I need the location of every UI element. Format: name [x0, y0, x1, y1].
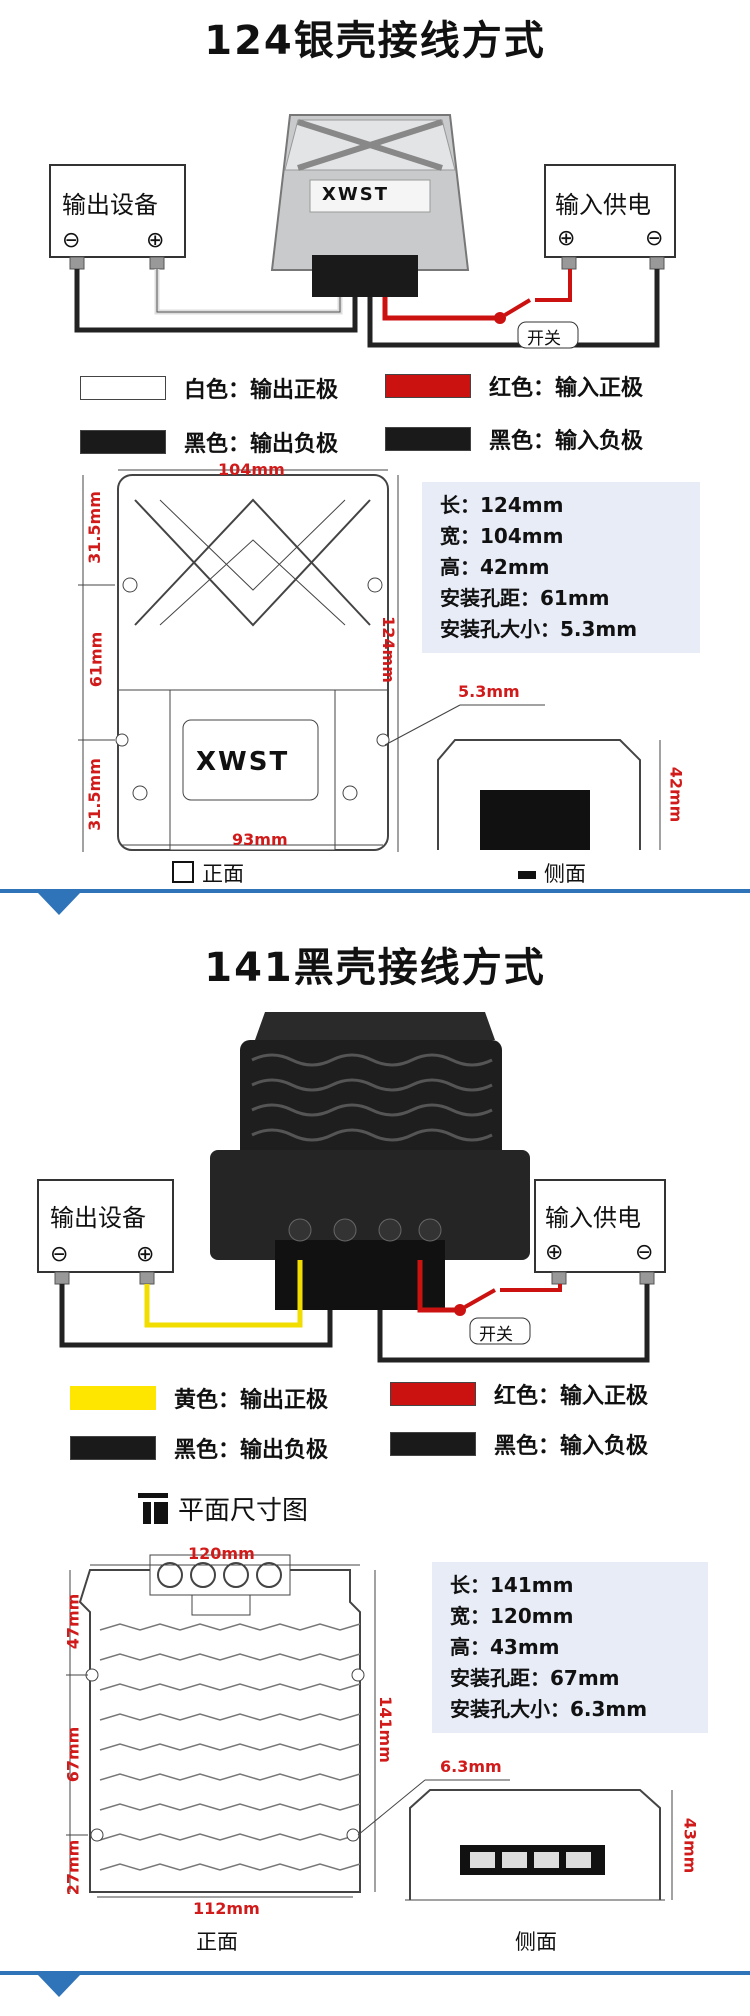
silver-converter-image [270, 114, 470, 297]
section2-legend-black-input: 黑色：输入负极 [390, 1428, 648, 1460]
section1-dim-width: 104mm [218, 460, 285, 479]
section1-legend-white: 白色：输出正极 [80, 372, 338, 404]
side-view-icon [518, 871, 536, 879]
spec-line: 长：124mm [440, 493, 564, 517]
spec-line: 高：42mm [440, 555, 550, 579]
spec-line: 宽：120mm [450, 1604, 574, 1628]
spec-line: 安装孔距：67mm [450, 1666, 620, 1690]
spec-line: 安装孔距：61mm [440, 586, 610, 610]
section1-legend-red: 红色：输入正极 [385, 370, 643, 402]
section1-front-label: 正面 [172, 858, 244, 888]
section1-input-plus-icon: ⊕ [557, 226, 576, 251]
section-divider-bottom [0, 1971, 750, 1975]
section1-input-minus-icon: ⊖ [645, 226, 664, 251]
section2-dim-hole: 6.3mm [440, 1757, 502, 1776]
section2-switch-label: 开关 [479, 1325, 513, 1345]
section2-output-plus-icon: ⊕ [136, 1242, 155, 1267]
front-view-icon [172, 861, 194, 883]
section1-switch-label: 开关 [527, 329, 561, 349]
legend-swatch [390, 1432, 476, 1456]
section1-dim-top: 31.5mm [84, 491, 104, 564]
legend-swatch [70, 1436, 156, 1460]
section2-spec-box: 长：141mm 宽：120mm 高：43mm 安装孔距：67mm 安装孔大小：6… [432, 1562, 708, 1733]
legend-swatch [80, 430, 166, 454]
legend-swatch [385, 427, 471, 451]
section1-dim-length: 124mm [378, 616, 398, 683]
section1-dim-height: 42mm [666, 766, 686, 823]
section1-output-minus-icon: ⊖ [62, 228, 81, 253]
section2-side-label: 侧面 [515, 1930, 557, 1954]
section2-dim-length: 141mm [375, 1696, 395, 1763]
section1-legend-black-output: 黑色：输出负极 [80, 426, 338, 458]
legend-label: 白色：输出正极 [184, 378, 339, 403]
spec-line: 宽：104mm [440, 524, 564, 548]
legend-label: 黑色：输出负极 [184, 432, 339, 457]
legend-label: 黑色：输出负极 [174, 1438, 329, 1463]
legend-swatch [70, 1386, 156, 1410]
section2-title: 141黑壳接线方式 [204, 945, 546, 991]
spec-line: 安装孔大小：5.3mm [440, 617, 638, 641]
spec-line: 长：141mm [450, 1573, 574, 1597]
front-label-text: 正面 [202, 862, 244, 886]
legend-swatch [385, 374, 471, 398]
section1-dim-bottom: 31.5mm [84, 758, 104, 831]
section1-output-device-label: 输出设备 [62, 191, 158, 219]
black-converter-image [210, 1012, 530, 1310]
section2-front-label: 正面 [196, 1930, 238, 1954]
section2-legend-black-output: 黑色：输出负极 [70, 1432, 328, 1464]
section2-dim-width: 120mm [188, 1544, 255, 1563]
section1-side-label: 侧面 [518, 858, 586, 888]
legend-label: 黑色：输入负极 [494, 1434, 649, 1459]
section2-dim-top: 47mm [63, 1593, 83, 1650]
section-divider [0, 889, 750, 893]
section2-output-device-label: 输出设备 [50, 1204, 146, 1232]
section1-brand-on-plan: XWST [196, 747, 290, 777]
legend-label: 红色：输入正极 [489, 376, 644, 401]
section2-input-power-label: 输入供电 [545, 1204, 641, 1232]
legend-label: 红色：输入正极 [494, 1384, 649, 1409]
legend-swatch [390, 1382, 476, 1406]
legend-label: 黑色：输入负极 [489, 429, 644, 454]
plan-icon [138, 1493, 168, 1524]
section2-dim-height: 43mm [680, 1817, 700, 1874]
side-label-text: 侧面 [544, 862, 586, 886]
plan-title: 平面尺寸图 [178, 1496, 309, 1526]
section1-spec-box: 长：124mm 宽：104mm 高：42mm 安装孔距：61mm 安装孔大小：5… [422, 482, 700, 653]
legend-label: 黄色：输出正极 [174, 1388, 329, 1413]
section2-legend-red: 红色：输入正极 [390, 1378, 648, 1410]
section1-title: 124银壳接线方式 [204, 18, 546, 64]
section2-dim-mid: 67mm [63, 1726, 83, 1783]
section1-dim-hole: 5.3mm [458, 682, 520, 701]
section1-brand-on-converter: XWST [322, 184, 389, 205]
spec-line: 安装孔大小：6.3mm [450, 1697, 648, 1721]
spec-line: 高：43mm [450, 1635, 560, 1659]
legend-swatch [80, 376, 166, 400]
section2-input-plus-icon: ⊕ [545, 1240, 564, 1265]
section1-input-power-label: 输入供电 [555, 191, 651, 219]
section1-legend-black-input: 黑色：输入负极 [385, 423, 643, 455]
section1-dim-base: 93mm [232, 830, 288, 849]
section2-legend-yellow: 黄色：输出正极 [70, 1382, 328, 1414]
section2-dim-bottom: 27mm [63, 1839, 83, 1896]
section2-input-minus-icon: ⊖ [635, 1240, 654, 1265]
section1-output-plus-icon: ⊕ [146, 228, 165, 253]
section1-dim-mid: 61mm [86, 631, 106, 688]
section2-output-minus-icon: ⊖ [50, 1242, 69, 1267]
section2-dim-base: 112mm [193, 1899, 260, 1918]
